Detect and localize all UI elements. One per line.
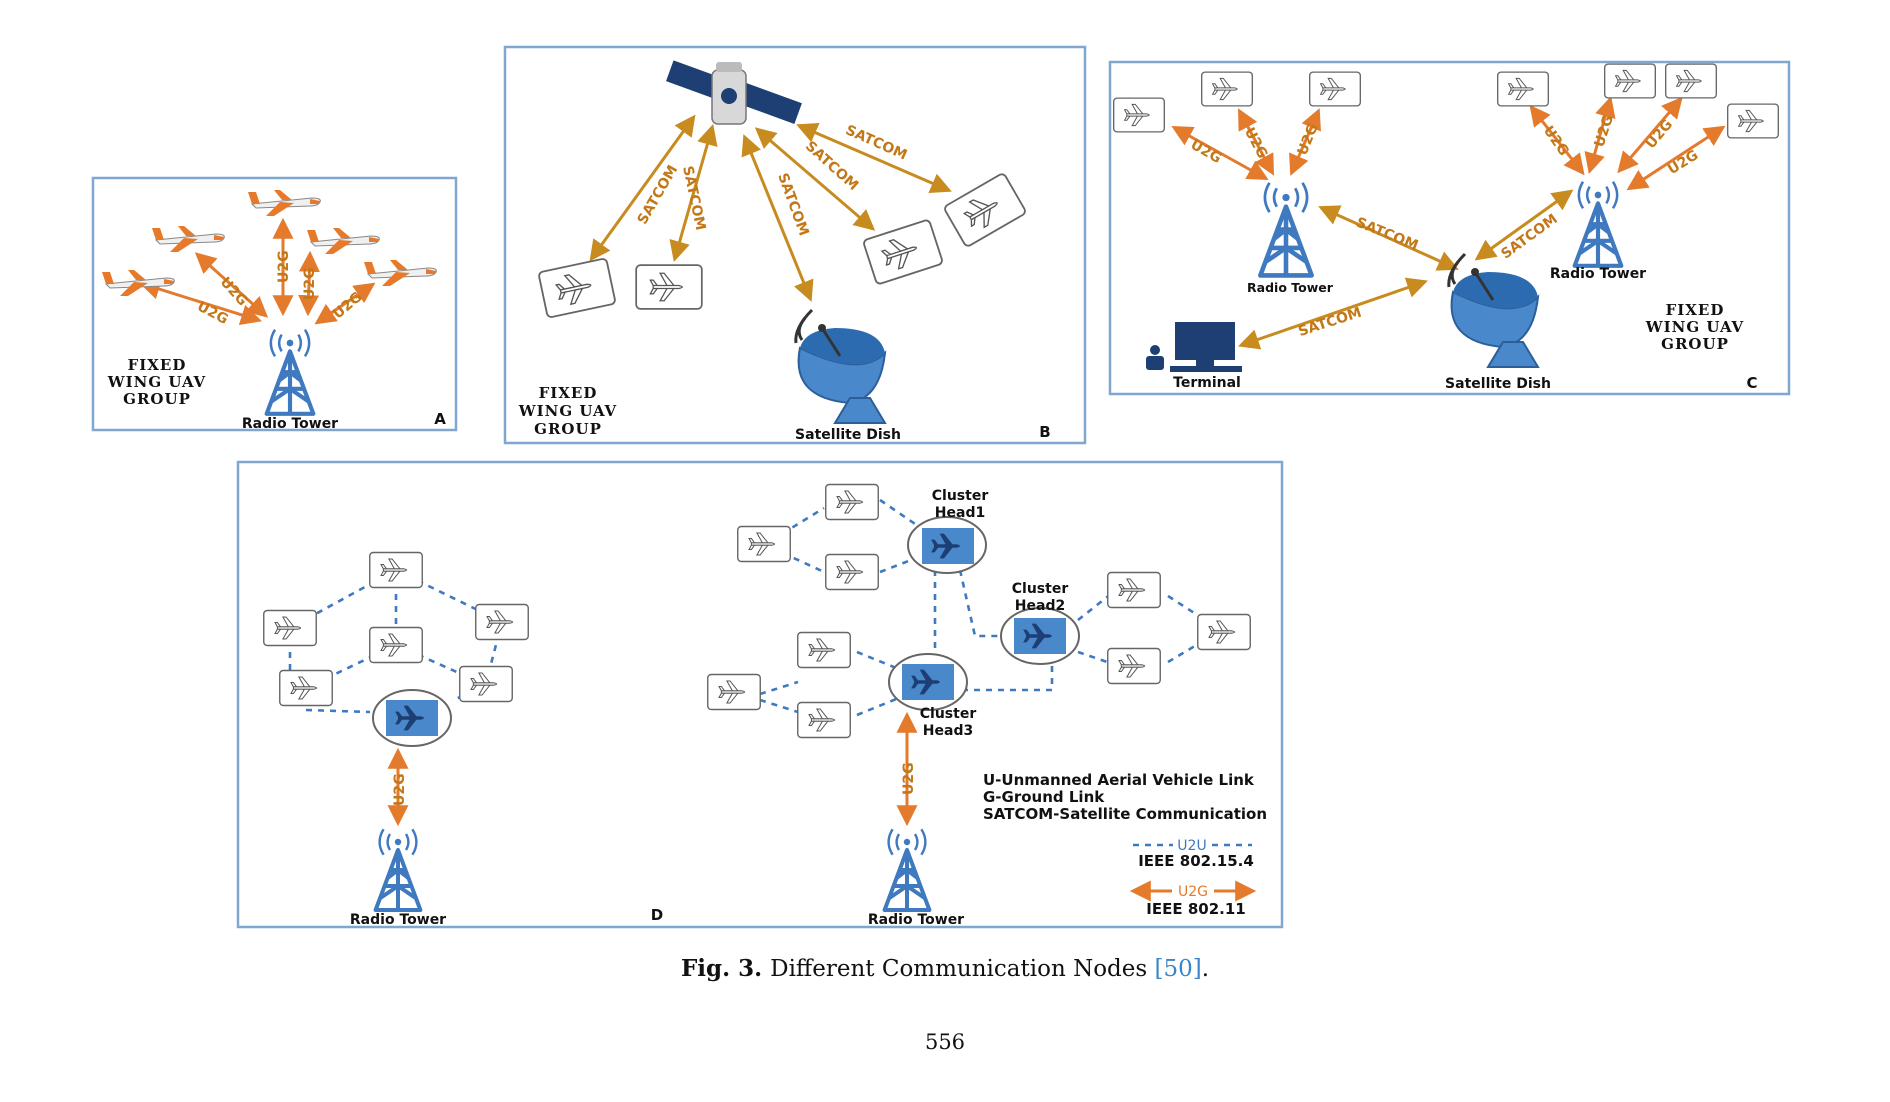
- panel-c: U2G U2G U2G U2G U2G U2G U2G SATCOM SATCO…: [1108, 60, 1791, 396]
- panel-d: U2G Radio Tower: [236, 460, 1284, 929]
- plane-box-icon: [1108, 649, 1161, 684]
- panel-a-group-label-1: FIXED: [128, 356, 187, 374]
- plane-box-icon: [738, 527, 791, 562]
- plane-box-icon: [708, 675, 761, 710]
- panel-b-letter: B: [1039, 423, 1050, 441]
- cluster-head-1-label-1: Cluster: [932, 488, 989, 504]
- panel-a-group-label-2: WING UAV: [107, 373, 206, 391]
- panel-b-dish-label: Satellite Dish: [795, 427, 901, 443]
- panel-a-links: [138, 217, 376, 326]
- panel-c-tower-label-left: Radio Tower: [1247, 280, 1334, 295]
- panel-d-tower-label-right: Radio Tower: [868, 912, 964, 928]
- legend-u2g-key: U2G: [1178, 884, 1208, 900]
- cluster-head-2-node: [1000, 607, 1080, 665]
- panel-a-group-label-3: GROUP: [123, 390, 191, 408]
- panel-d-u2g-label-left: U2G: [392, 773, 408, 806]
- panel-c-terminal-label: Terminal: [1173, 375, 1241, 391]
- plane-box-icon: [1728, 104, 1779, 138]
- panel-a-u2g-label-4: U2G: [302, 267, 318, 300]
- legend-u2u-key: U2U: [1177, 838, 1206, 854]
- panel-b-group-label-3: GROUP: [534, 420, 602, 438]
- plane-box-icon: [460, 667, 513, 702]
- plane-box-icon: [476, 605, 529, 640]
- plane-box-icon: [1198, 615, 1251, 650]
- plane-box-icon: [370, 628, 423, 663]
- panel-b: SATCOM SATCOM SATCOM SATCOM SATCOM FIXED…: [503, 45, 1087, 445]
- plane-box-icon: [370, 553, 423, 588]
- plane-box-icon: [1310, 72, 1361, 106]
- legend-line-1: U-Unmanned Aerial Vehicle Link: [983, 771, 1255, 789]
- panel-c-tower-label-right: Radio Tower: [1550, 266, 1646, 282]
- legend-u2g-standard: IEEE 802.11: [1146, 900, 1245, 918]
- panel-b-links: [589, 114, 952, 302]
- plane-box-icon: [264, 611, 317, 646]
- caption-reference-link[interactable]: [50]: [1154, 956, 1202, 982]
- panel-c-group-label-1: FIXED: [1666, 301, 1725, 319]
- cluster-head-3-label-2: Head3: [923, 723, 973, 739]
- legend-line-3: SATCOM-Satellite Communication: [983, 805, 1267, 823]
- cluster-head-3-node: [888, 653, 968, 711]
- page-number: 556: [924, 1030, 966, 1054]
- terminal-icon: [1146, 322, 1242, 372]
- cluster-head-1-label-2: Head1: [935, 505, 985, 521]
- figure-3-diagram: U2G U2G U2G U2G U2G FIXED WING UAV GROUP…: [91, 45, 1791, 929]
- figure-caption: Fig. 3. Different Communication Nodes [50…: [0, 955, 1890, 982]
- panel-c-group-label-2: WING UAV: [1645, 318, 1744, 336]
- cluster-head-2-label-2: Head2: [1015, 598, 1065, 614]
- legend-line-2: G-Ground Link: [983, 788, 1105, 806]
- cluster-head-1-node: [907, 516, 987, 574]
- panel-b-group-label-2: WING UAV: [518, 402, 617, 420]
- panel-d-tower-label-left: Radio Tower: [350, 912, 446, 928]
- caption-text: Different Communication Nodes: [770, 956, 1148, 982]
- left-mesh-head-node: [372, 689, 452, 747]
- cluster-head-3-label-1: Cluster: [920, 706, 977, 722]
- cluster-head-2-label-1: Cluster: [1012, 581, 1069, 597]
- plane-box-icon: [798, 703, 851, 738]
- plane-box-icon: [1666, 64, 1717, 98]
- legend-u2u-standard: IEEE 802.15.4: [1138, 852, 1254, 870]
- plane-box-icon: [1605, 64, 1656, 98]
- caption-end: .: [1201, 956, 1210, 982]
- plane-box-icon: [280, 671, 333, 706]
- panel-c-dish-label: Satellite Dish: [1445, 376, 1551, 392]
- panel-a: U2G U2G U2G U2G U2G FIXED WING UAV GROUP…: [91, 176, 458, 432]
- plane-box-icon: [826, 485, 879, 520]
- panel-a-u2g-label-3: U2G: [276, 250, 292, 283]
- panel-a-tower-label: Radio Tower: [242, 416, 338, 432]
- panel-c-group-label-3: GROUP: [1661, 335, 1729, 353]
- panel-d-legend: U-Unmanned Aerial Vehicle Link G-Ground …: [983, 771, 1267, 918]
- plane-box-icon: [1108, 573, 1161, 608]
- plane-box-icon: [1498, 72, 1549, 106]
- plane-box-icon: [1202, 72, 1253, 106]
- plane-box-icon: [1114, 98, 1165, 132]
- satellite-icon: [666, 60, 802, 125]
- panel-b-group-label-1: FIXED: [539, 384, 598, 402]
- plane-box-icon: [798, 633, 851, 668]
- panel-c-letter: C: [1746, 374, 1757, 392]
- plane-box-icon: [826, 555, 879, 590]
- caption-label: Fig. 3.: [680, 955, 763, 982]
- plane-box-icon: [636, 265, 702, 309]
- panel-c-links: [1171, 95, 1726, 350]
- panel-a-letter: A: [434, 410, 446, 428]
- panel-d-letter: D: [651, 906, 663, 924]
- panel-d-u2g-label-right: U2G: [901, 762, 917, 795]
